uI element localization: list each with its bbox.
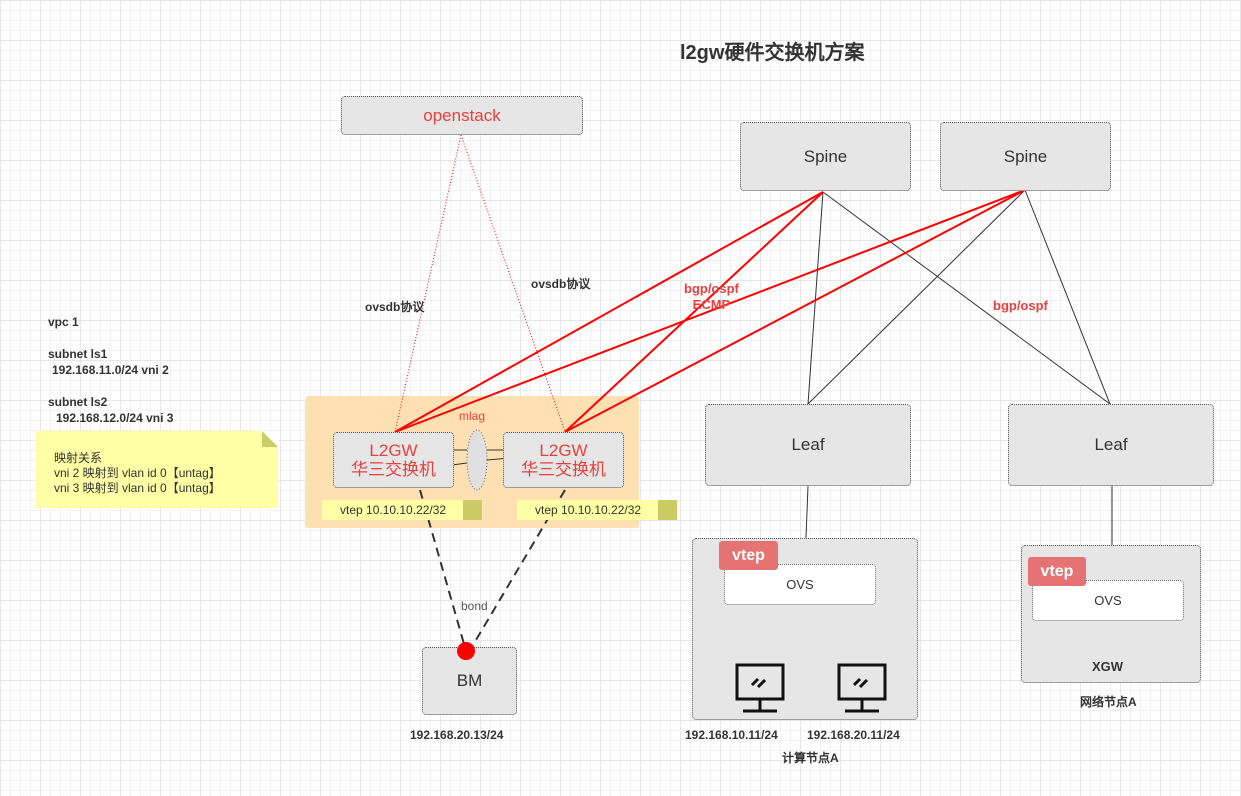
link <box>805 485 809 539</box>
leaf-1[interactable]: Leaf <box>705 404 911 486</box>
l2gw-switch-1[interactable]: L2GW 华三交换机 <box>333 432 454 488</box>
bgp-link <box>564 191 824 433</box>
network-node-name: 网络节点A <box>1080 695 1137 709</box>
subnet-ls2: subnet ls2 <box>48 395 108 409</box>
bgp-link <box>564 189 1026 433</box>
l2gw-vendor: 华三交换机 <box>351 460 436 479</box>
ovsdb-link-1 <box>394 134 462 433</box>
l2gw-vendor: 华三交换机 <box>521 460 606 479</box>
network-vtep-badge: vtep <box>1028 557 1086 586</box>
compute-ovs[interactable]: OVS <box>724 564 876 605</box>
bgp-ecmp-label: bgp/ospf ECMP <box>684 281 739 313</box>
l2gw-name: L2GW <box>539 441 588 460</box>
link <box>822 191 1111 405</box>
subnet-ls1: subnet ls1 <box>48 347 108 361</box>
spacer <box>48 378 173 394</box>
link <box>807 191 824 405</box>
link <box>1024 189 1111 405</box>
vpc-info: vpc 1 subnet ls1 192.168.11.0/24 vni 2 sub… <box>48 314 173 426</box>
openstack-node[interactable]: openstack <box>341 96 583 135</box>
bond-link <box>419 489 467 652</box>
vm-ip-1: 192.168.10.11/24 <box>685 728 778 742</box>
mlag-link <box>451 462 468 466</box>
vtep-ip: vtep 10.10.10.22/32 <box>340 503 447 517</box>
mapping-line: vni 2 映射到 vlan id 0【untag】 <box>54 466 221 480</box>
mlag-label: mlag <box>459 409 486 423</box>
vpc-name: vpc 1 <box>48 315 79 329</box>
subnet-ls2-cidr: 192.168.12.0/24 vni 3 <box>56 411 174 425</box>
bgp-label: bgp/ospf <box>684 281 739 296</box>
link <box>807 189 1026 405</box>
vm-ip-2: 192.168.20.11/24 <box>807 728 900 742</box>
mlag-ellipse <box>466 429 488 491</box>
xgw-label: XGW <box>1092 659 1124 674</box>
l2gw-name: L2GW <box>369 441 418 460</box>
spine-1[interactable]: Spine <box>740 122 911 191</box>
vtep-note-2: vtep 10.10.10.22/32 <box>517 500 677 520</box>
mapping-line: vni 3 映射到 vlan id 0【untag】 <box>54 481 221 495</box>
subnet-ls1-cidr: 192.168.11.0/24 vni 2 <box>52 363 169 377</box>
compute-node-name: 计算节点A <box>782 751 839 765</box>
vtep-note-1: vtep 10.10.10.22/32 <box>322 500 482 520</box>
spine-2[interactable]: Spine <box>940 122 1111 191</box>
mapping-note: 映射关系 vni 2 映射到 vlan id 0【untag】 vni 3 映射… <box>36 431 278 508</box>
bm-ip: 192.168.20.13/24 <box>410 728 504 742</box>
bgp-link <box>394 189 1026 433</box>
ovsdb-label-right: ovsdb协议 <box>531 277 591 291</box>
bgp-link <box>394 191 824 433</box>
bgp-label-right: bgp/ospf <box>993 298 1048 313</box>
bond-label: bond <box>461 599 488 613</box>
ovsdb-label-left: ovsdb协议 <box>365 300 425 314</box>
spacer <box>48 330 173 346</box>
vtep-ip: vtep 10.10.10.22/32 <box>535 503 642 517</box>
leaf-2[interactable]: Leaf <box>1008 404 1214 486</box>
l2gw-switch-2[interactable]: L2GW 华三交换机 <box>503 432 624 488</box>
compute-vtep-badge: vtep <box>719 541 778 570</box>
page-title: l2gw硬件交换机方案 <box>680 42 865 64</box>
ecmp-label: ECMP <box>692 297 731 312</box>
network-ovs[interactable]: OVS <box>1032 580 1184 621</box>
mapping-title: 映射关系 <box>54 451 103 465</box>
bond-dot <box>457 642 475 660</box>
